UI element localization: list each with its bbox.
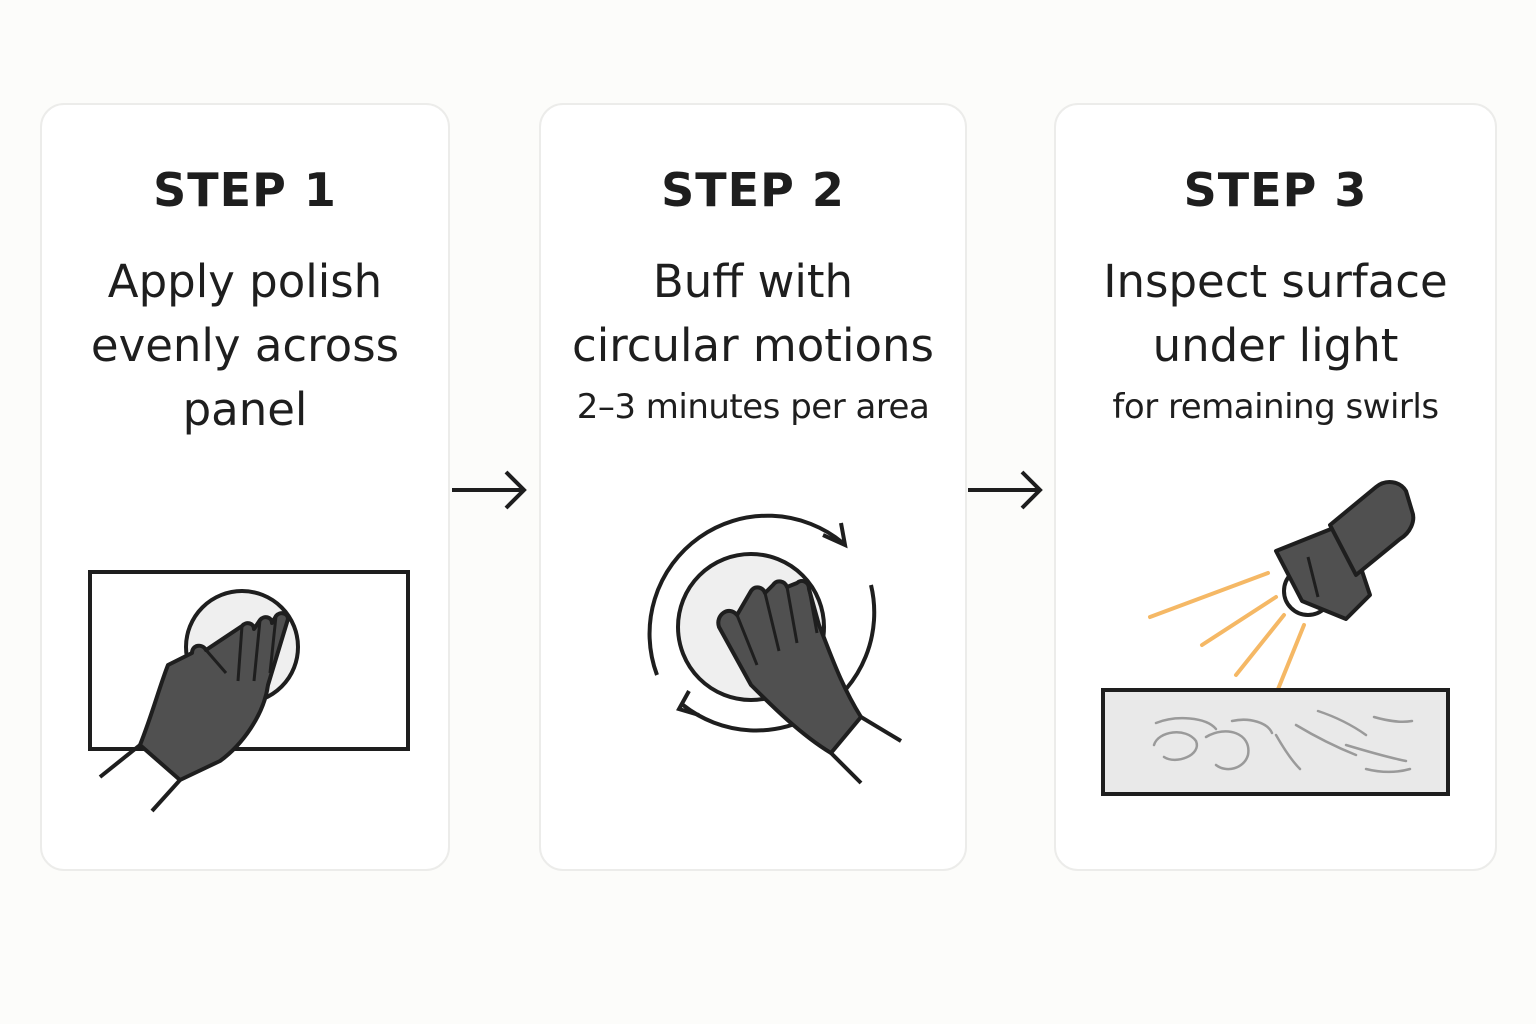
step-1-description: Apply polish evenly across panel — [42, 250, 448, 442]
step-1-line-3: panel — [182, 383, 308, 436]
glove-hand-icon — [98, 611, 290, 813]
car-panel — [1101, 688, 1450, 796]
step-2-illustration — [647, 513, 903, 785]
step-3-card: STEP 3 Inspect surface under light for r… — [1054, 103, 1497, 871]
step-2-line-2: circular motions — [572, 319, 934, 372]
step-1-card: STEP 1 Apply polish evenly across panel — [40, 103, 450, 871]
glove-hand-icon — [716, 579, 903, 785]
right-arrow-icon — [450, 460, 530, 524]
step-1-line-2: evenly across — [90, 319, 400, 372]
step-1-line-1: Apply polish — [107, 255, 383, 308]
step-3-line-2: under light — [1152, 319, 1399, 372]
step-2-description: Buff with circular motions 2–3 minutes p… — [541, 250, 965, 432]
step-2-card: STEP 2 Buff with circular motions 2–3 mi… — [539, 103, 967, 871]
step-2-subtext: 2–3 minutes per area — [576, 387, 930, 427]
step-2-title: STEP 2 — [661, 163, 845, 217]
right-arrow-icon — [966, 460, 1046, 524]
step-2-line-1: Buff with — [652, 255, 854, 308]
flashlight-icon — [1274, 480, 1416, 621]
step-3-title: STEP 3 — [1183, 163, 1368, 217]
swirl-marks-icon — [1152, 709, 1414, 774]
step-3-description: Inspect surface under light for remainin… — [1056, 250, 1495, 432]
step-3-subtext: for remaining swirls — [1112, 387, 1439, 427]
step-3-line-1: Inspect surface — [1103, 255, 1448, 308]
step-1-illustration — [88, 570, 410, 813]
step-1-title: STEP 1 — [153, 163, 337, 217]
step-3-illustration — [1101, 480, 1450, 796]
